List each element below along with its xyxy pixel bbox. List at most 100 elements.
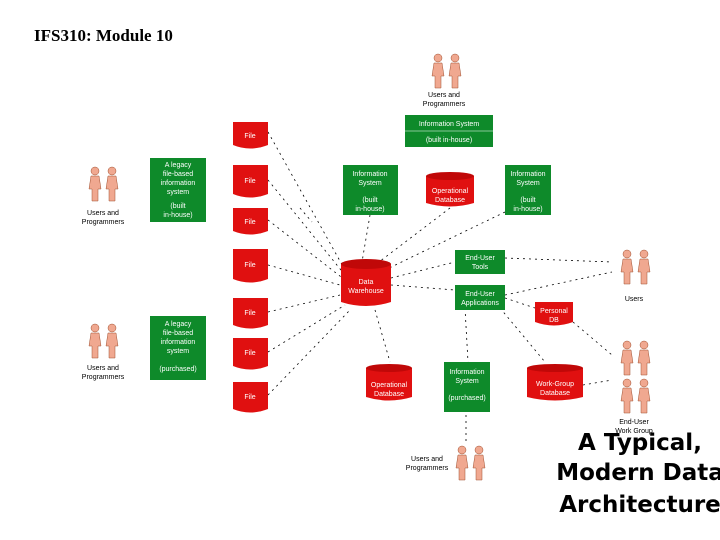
legacy-built-line: system (167, 189, 189, 196)
legacy-purchased-line: system (167, 348, 189, 355)
person-icon (472, 445, 486, 481)
file-3: File (233, 208, 268, 235)
wgdb-line: Work-Group (536, 381, 574, 388)
file-6: File (233, 338, 268, 370)
connector-file-7-dw (267, 309, 351, 396)
connector-stub (299, 207, 313, 223)
legacy-built-line: file-based (163, 171, 193, 178)
connector-isr-dw (384, 211, 506, 271)
connector-wgdb-wg (582, 379, 613, 386)
people-left-bottom-line: Users and (87, 365, 119, 372)
connector-file-1-dw (267, 131, 346, 271)
opdb-bottom-line: Operational (371, 382, 408, 389)
connector-dw-apps (390, 284, 456, 291)
title-line: A Typical, (578, 430, 702, 456)
info-system-bottom: Information System (purchased) (444, 362, 490, 412)
info-system-left: Information System (built in-house) (343, 165, 398, 215)
is-left-line: in-house) (355, 206, 384, 213)
legacy-built-line: information (161, 180, 196, 187)
legacy-purchased-line: (purchased) (159, 366, 196, 373)
apps-line: Applications (461, 300, 499, 307)
connector-apps-users (504, 271, 613, 296)
file-label: File (244, 310, 255, 317)
person-icon (105, 323, 119, 359)
is-top-line: (built in-house) (426, 137, 472, 144)
is-right-line: in-house) (513, 206, 542, 213)
connector-file-2-dw (267, 179, 346, 276)
people-left-top: Users and Programmers (82, 166, 125, 226)
file-1: File (233, 122, 268, 149)
person-icon (455, 445, 469, 481)
connector-dw-tools (390, 261, 456, 279)
legacy-purchased-line: A legacy (165, 321, 192, 328)
file-4: File (233, 249, 268, 283)
people-top-line: Programmers (423, 101, 466, 108)
person-icon (88, 323, 102, 359)
person-icon (637, 340, 651, 376)
info-system-top: Information System (built in-house) (405, 115, 493, 147)
file-label: File (244, 178, 255, 185)
file-label: File (244, 350, 255, 357)
file-2: File (233, 165, 268, 198)
people-top-line: Users and (428, 92, 460, 99)
people-left-top-line: Programmers (82, 219, 125, 226)
operational-db-bottom: Operational Database (366, 364, 412, 401)
file-7: File (233, 382, 268, 413)
is-left-line: Information (352, 171, 387, 178)
people-top: Users and Programmers (423, 53, 466, 108)
connector-file-6-dw (267, 304, 346, 353)
slide-title: A Typical, Modern Data Architecture (556, 430, 720, 518)
person-icon (620, 378, 634, 414)
people-right-wg-line: Work Group (615, 428, 653, 435)
legacy-system-built: A legacy file-based information system (… (150, 158, 206, 222)
people-bottom: Users and Programmers (406, 445, 486, 481)
connector-isl-dw (361, 214, 371, 263)
connector-apps-pdb (504, 297, 536, 309)
person-icon (620, 249, 634, 285)
person-icon (620, 340, 634, 376)
is-top-line: Information System (419, 121, 479, 128)
data-warehouse: Data Warehouse (341, 259, 391, 306)
dw-line: Warehouse (348, 288, 384, 295)
pdb-line: DB (549, 317, 559, 324)
people-right-users: Users (620, 249, 651, 303)
file-label: File (244, 394, 255, 401)
legacy-built-line: in-house) (163, 212, 192, 219)
connector-opdb-dw (374, 207, 451, 266)
people-right-workgroup: End-User Work Group (615, 340, 653, 435)
person-icon (448, 53, 462, 89)
opdb-bottom-line: Database (374, 391, 404, 398)
opdb-top-line: Operational (432, 188, 469, 195)
connector-tools-users (504, 257, 613, 263)
file-label: File (244, 133, 255, 140)
is-right-line: System (516, 180, 540, 187)
tools-line: End-User (465, 255, 495, 262)
info-system-right: Information System (built in-house) (505, 165, 551, 215)
connectors (267, 131, 613, 445)
connector-file-3-dw (267, 219, 346, 281)
wgdb-line: Database (540, 390, 570, 397)
is-right-line: (built (520, 197, 535, 204)
connector-pdb-wg (572, 321, 613, 356)
people-left-bottom: Users and Programmers (82, 323, 125, 381)
operational-db-top: Operational Database (426, 172, 474, 207)
person-icon (637, 378, 651, 414)
legacy-purchased-line: information (161, 339, 196, 346)
apps-line: End-User (465, 291, 495, 298)
workgroup-db: Work-Group Database (527, 364, 583, 401)
people-left-bottom-line: Programmers (82, 374, 125, 381)
legacy-purchased-line: file-based (163, 330, 193, 337)
title-line: Modern Data (556, 460, 720, 486)
slide-header: IFS310: Module 10 (34, 26, 173, 45)
is-bottom-line: Information (449, 369, 484, 376)
file-label: File (244, 219, 255, 226)
file-5: File (233, 298, 268, 329)
is-left-line: (built (362, 197, 377, 204)
is-left-line: System (358, 180, 382, 187)
connector-file-5-dw (267, 294, 341, 313)
legacy-built-line: A legacy (165, 162, 192, 169)
title-line: Architecture (559, 492, 720, 518)
end-user-tools: End-User Tools (455, 250, 505, 274)
is-bottom-line: (purchased) (448, 395, 485, 402)
legacy-system-purchased: A legacy file-based information system (… (150, 316, 206, 380)
